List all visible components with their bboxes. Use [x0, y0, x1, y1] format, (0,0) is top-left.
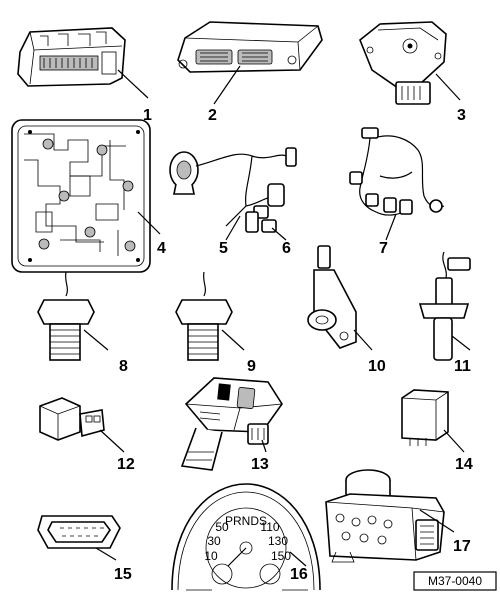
- part-17-hydraulic-unit: [325, 469, 455, 563]
- callout-11: 11: [454, 358, 471, 375]
- callout-5: 5: [219, 240, 228, 257]
- part-2-engine-control-unit: [177, 21, 323, 105]
- gauge-number: 50: [215, 520, 229, 534]
- gauge-display-text: PRNDS: [225, 514, 267, 528]
- callout-6: 6: [282, 240, 291, 257]
- part-11-speed-sensor: [418, 251, 471, 361]
- callout-16: 16: [290, 566, 308, 583]
- gauge-number: 130: [268, 534, 288, 548]
- part-15-diagnostic-connector: [37, 515, 121, 561]
- callout-8: 8: [119, 358, 128, 375]
- part-3-multifunction-switch: [359, 21, 461, 105]
- part-14-relay: [401, 389, 465, 453]
- part-7-wiring-harness: [349, 127, 445, 241]
- callout-13: 13: [251, 456, 269, 473]
- part-9-pressure-sender: [175, 271, 245, 361]
- gauge-number: 30: [207, 534, 221, 548]
- callout-3: 3: [457, 107, 466, 124]
- callout-numbers: 1 2 3 4 5 6 7 8 9 10 11 12 13 14 15 16 1…: [114, 107, 473, 583]
- part-16-instrument-cluster: PRNDS 10 30 50 110 130 150: [171, 483, 321, 591]
- callout-15: 15: [114, 566, 132, 583]
- part-8-pressure-sender: [37, 271, 109, 361]
- callout-9: 9: [247, 358, 256, 375]
- gauge-number: 110: [260, 520, 279, 534]
- part-4-valve-body: [11, 119, 161, 273]
- callout-2: 2: [208, 107, 217, 124]
- part-1-control-module: [17, 27, 149, 99]
- gauge-number: 10: [204, 549, 218, 563]
- callout-1: 1: [143, 107, 152, 124]
- callout-7: 7: [379, 240, 388, 257]
- gauge-scale: 10 30 50 110 130 150: [204, 520, 291, 563]
- figure-reference-box: M37-0040: [413, 571, 497, 591]
- gauge-number: 150: [271, 549, 291, 563]
- part-13-selector-lever: [180, 377, 283, 471]
- callout-10: 10: [368, 358, 386, 375]
- callout-17: 17: [453, 538, 471, 555]
- callout-4: 4: [157, 240, 166, 257]
- callout-14: 14: [455, 456, 473, 473]
- part-10-speed-sensor: [307, 245, 373, 351]
- callout-12: 12: [117, 456, 135, 473]
- part-12-connector: [39, 397, 125, 453]
- part-5-6-speed-sender-harness: [169, 147, 297, 241]
- figure-reference-code: M37-0040: [428, 574, 482, 588]
